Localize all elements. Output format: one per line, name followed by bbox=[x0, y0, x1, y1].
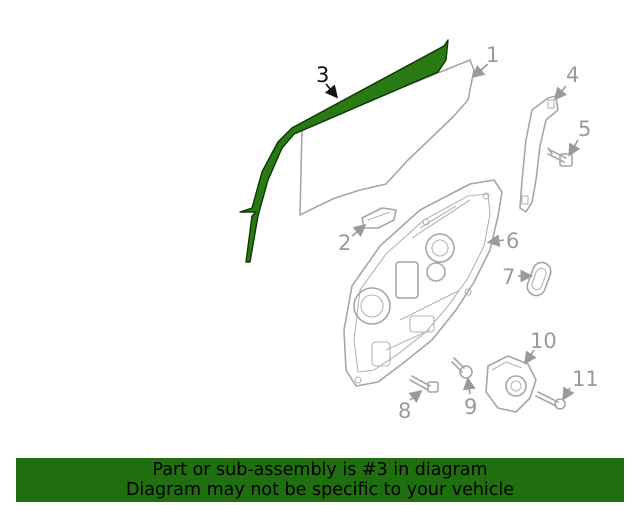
bolt-5-part bbox=[547, 147, 573, 167]
callout-7: 7 bbox=[502, 265, 515, 289]
door-module-panel-part bbox=[343, 179, 503, 387]
run-channel-part-highlighted bbox=[239, 39, 449, 263]
callout-8: 8 bbox=[398, 399, 411, 423]
callout-4: 4 bbox=[566, 63, 579, 87]
banner-line-disclaimer: Diagram may not be specific to your vehi… bbox=[125, 480, 515, 500]
callout-5: 5 bbox=[578, 117, 591, 141]
callout-2: 2 bbox=[338, 231, 351, 255]
callout-11: 11 bbox=[572, 367, 599, 391]
callout-6: 6 bbox=[506, 229, 519, 253]
leader-lines bbox=[324, 63, 581, 403]
callout-1: 1 bbox=[486, 43, 499, 67]
regulator-motor-part bbox=[485, 355, 537, 413]
callout-10: 10 bbox=[530, 329, 557, 353]
bolt-11-part bbox=[535, 391, 566, 410]
grommet-part bbox=[526, 261, 552, 297]
channel-bracket-part bbox=[519, 95, 559, 213]
screw-8-part bbox=[409, 375, 439, 393]
clip-part bbox=[361, 207, 397, 229]
banner-line-part-number: Part or sub-assembly is #3 in diagram bbox=[152, 460, 488, 480]
screw-9-part bbox=[451, 357, 473, 379]
info-banner: Part or sub-assembly is #3 in diagram Di… bbox=[16, 458, 624, 502]
callout-3-highlighted: 3 bbox=[316, 63, 329, 87]
callout-9: 9 bbox=[464, 395, 477, 419]
